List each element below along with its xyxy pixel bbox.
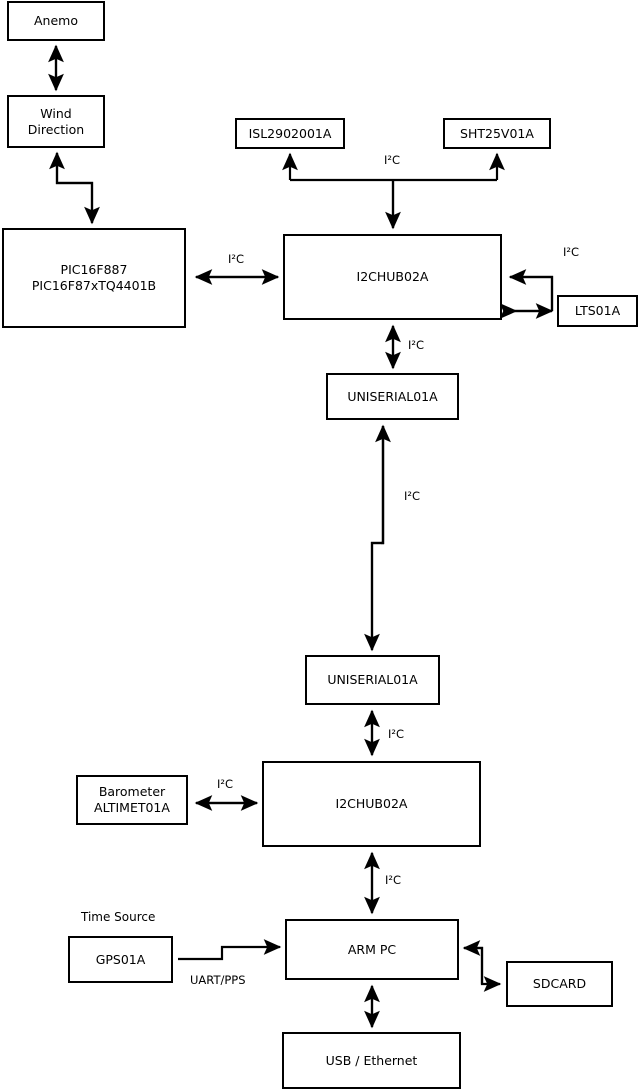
node-isl2902001a-label: ISL2902001A [248, 125, 332, 141]
line-armpc-sdcard [464, 946, 502, 992]
node-uniserial01a-bottom-label: UNISERIAL01A [327, 672, 418, 688]
line-uniserial-chain-up [370, 424, 391, 650]
label-time-source: Time Source [81, 910, 156, 924]
node-lts01a[interactable]: LTS01A [557, 295, 638, 327]
node-sdcard-label: SDCARD [532, 976, 587, 992]
node-pic-mcu-label: PIC16F887 PIC16F87xTQ4401B [31, 262, 157, 293]
edge-label-hub-uniserial: I²C [408, 338, 425, 352]
line-lts-hub [508, 269, 554, 311]
edge-label-pic-hub: I²C [228, 252, 245, 266]
node-arm-pc[interactable]: ARM PC [285, 919, 459, 980]
node-barometer-altimet01a-label: Barometer ALTIMET01A [94, 784, 170, 815]
edge-label-gps-armpc: UART/PPS [190, 973, 246, 987]
node-lts01a-label: LTS01A [574, 303, 621, 319]
node-gps01a[interactable]: GPS01A [68, 936, 173, 983]
node-uniserial01a-top-label: UNISERIAL01A [347, 388, 438, 404]
edge-label-hub-lts: I²C [563, 245, 580, 259]
node-usb-ethernet[interactable]: USB / Ethernet [282, 1032, 461, 1089]
node-i2chub02a-top-label: I2CHUB02A [356, 269, 429, 285]
line-pic-wind [49, 151, 94, 223]
node-sht25v01a[interactable]: SHT25V01A [443, 118, 551, 149]
line-uniserial-chain-down [364, 426, 385, 652]
node-i2chub02a-bottom[interactable]: I2CHUB02A [262, 761, 481, 847]
node-i2chub02a-bottom-label: I2CHUB02A [335, 796, 408, 812]
node-wind-direction[interactable]: Wind Direction [7, 95, 105, 148]
edge-label-hub2-armpc: I²C [385, 873, 402, 887]
node-uniserial01a-top[interactable]: UNISERIAL01A [326, 373, 459, 420]
node-pic-mcu[interactable]: PIC16F887 PIC16F87xTQ4401B [2, 228, 186, 328]
line-gps-armpc [178, 939, 282, 961]
node-gps01a-label: GPS01A [95, 951, 146, 967]
node-anemo[interactable]: Anemo [7, 1, 105, 41]
edge-label-uniserial-hub2: I²C [388, 727, 405, 741]
line-sdcard-armpc [462, 940, 484, 984]
node-i2chub02a-top[interactable]: I2CHUB02A [283, 234, 502, 320]
line-hub-lts [510, 275, 554, 311]
line-wind-pic [55, 153, 100, 225]
node-arm-pc-label: ARM PC [347, 941, 397, 957]
edge-label-isl-sht-bus: I²C [384, 153, 401, 167]
node-wind-direction-label: Wind Direction [27, 105, 85, 137]
node-sdcard[interactable]: SDCARD [506, 961, 613, 1007]
node-barometer-altimet01a[interactable]: Barometer ALTIMET01A [76, 775, 188, 825]
edge-label-barometer-hub2: I²C [217, 777, 234, 791]
node-isl2902001a[interactable]: ISL2902001A [235, 118, 345, 149]
edge-label-uniserial-link: I²C [404, 489, 421, 503]
node-anemo-label: Anemo [34, 13, 78, 29]
node-usb-ethernet-label: USB / Ethernet [325, 1052, 418, 1068]
node-sht25v01a-label: SHT25V01A [460, 125, 534, 141]
node-uniserial01a-bottom[interactable]: UNISERIAL01A [305, 655, 440, 705]
